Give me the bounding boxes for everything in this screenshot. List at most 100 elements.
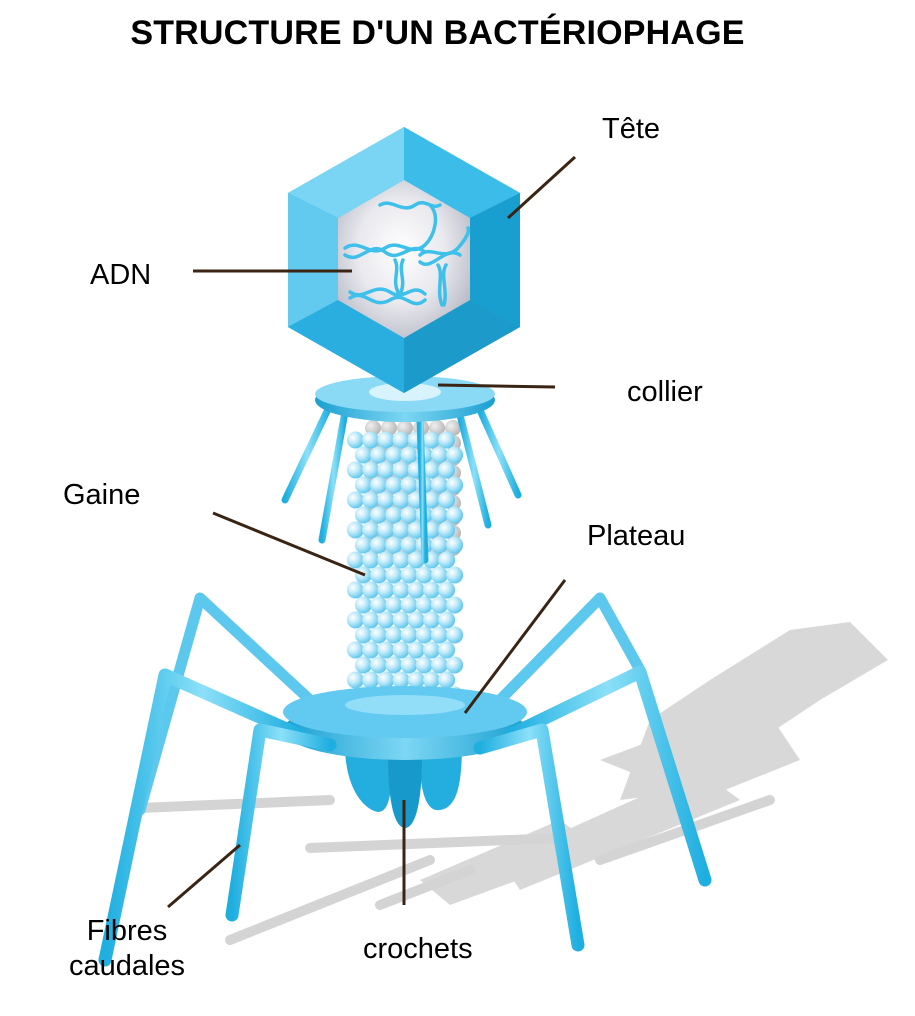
sheath-bead bbox=[377, 462, 394, 479]
sheath-bead bbox=[393, 462, 410, 479]
sheath-bead bbox=[401, 657, 418, 674]
sheath-bead bbox=[393, 492, 410, 509]
sheath-bead bbox=[362, 612, 379, 629]
label-tete: Tête bbox=[602, 112, 660, 147]
sheath-bead bbox=[370, 657, 387, 674]
sheath-bead bbox=[347, 522, 364, 539]
sheath-bead bbox=[347, 642, 364, 659]
sheath-bead bbox=[347, 552, 364, 569]
sheath-bead bbox=[377, 432, 394, 449]
sheath-bead bbox=[347, 432, 364, 449]
sheath-bead bbox=[393, 672, 410, 689]
sheath-bead bbox=[446, 507, 463, 524]
sheath-bead bbox=[423, 582, 440, 599]
sheath-bead bbox=[431, 597, 448, 614]
sheath-bead bbox=[423, 642, 440, 659]
label-crochets: crochets bbox=[363, 932, 473, 967]
sheath-bead bbox=[385, 537, 402, 554]
sheath-bead bbox=[385, 597, 402, 614]
sheath-bead bbox=[416, 627, 433, 644]
sheath-bead bbox=[401, 627, 418, 644]
label-adn: ADN bbox=[90, 258, 151, 293]
sheath-bead bbox=[446, 597, 463, 614]
sheath-bead bbox=[438, 462, 455, 479]
label-gaine: Gaine bbox=[63, 478, 140, 513]
sheath-bead bbox=[347, 582, 364, 599]
sheath-bead bbox=[362, 522, 379, 539]
sheath-bead bbox=[423, 432, 440, 449]
sheath-bead bbox=[423, 612, 440, 629]
sheath-bead bbox=[438, 642, 455, 659]
label-fibres-caudales: Fibres caudales bbox=[52, 914, 202, 984]
sheath-bead bbox=[401, 447, 418, 464]
sheath-bead bbox=[362, 582, 379, 599]
sheath-bead bbox=[347, 492, 364, 509]
sheath-bead bbox=[393, 432, 410, 449]
sheath-bead bbox=[393, 642, 410, 659]
sheath-bead bbox=[438, 522, 455, 539]
sheath-bead bbox=[438, 492, 455, 509]
sheath-bead bbox=[393, 582, 410, 599]
sheath-bead bbox=[431, 477, 448, 494]
label-fibres-line1: Fibres bbox=[52, 914, 202, 949]
sheath-bead bbox=[355, 597, 372, 614]
sheath-bead bbox=[416, 597, 433, 614]
sheath-bead bbox=[446, 477, 463, 494]
sheath-bead bbox=[401, 537, 418, 554]
sheath-bead bbox=[393, 522, 410, 539]
sheath-bead bbox=[370, 627, 387, 644]
sheath-bead bbox=[438, 672, 455, 689]
label-plateau: Plateau bbox=[587, 519, 685, 554]
sheath-bead bbox=[431, 537, 448, 554]
sheath-bead bbox=[446, 657, 463, 674]
sheath-bead bbox=[355, 657, 372, 674]
sheath-bead bbox=[393, 552, 410, 569]
sheath-bead bbox=[355, 627, 372, 644]
sheath-bead bbox=[362, 552, 379, 569]
sheath-bead bbox=[370, 567, 387, 584]
sheath-bead bbox=[362, 672, 379, 689]
sheath-bead bbox=[416, 567, 433, 584]
sheath-bead bbox=[431, 627, 448, 644]
sheath-bead bbox=[377, 552, 394, 569]
sheath-bead bbox=[431, 507, 448, 524]
sheath-bead bbox=[377, 642, 394, 659]
sheath-bead bbox=[438, 432, 455, 449]
sheath-bead bbox=[347, 612, 364, 629]
sheath-bead bbox=[377, 672, 394, 689]
ground-shadow bbox=[420, 622, 888, 905]
sheath-bead bbox=[438, 612, 455, 629]
sheath-bead bbox=[362, 642, 379, 659]
sheath-bead bbox=[431, 567, 448, 584]
sheath-bead bbox=[446, 627, 463, 644]
sheath-bead bbox=[408, 642, 425, 659]
sheath-bead bbox=[377, 522, 394, 539]
sheath-bead bbox=[370, 537, 387, 554]
sheath-bead bbox=[385, 447, 402, 464]
sheath-bead bbox=[423, 672, 440, 689]
sheath-bead bbox=[438, 552, 455, 569]
sheath-bead bbox=[401, 567, 418, 584]
sheath-bead bbox=[446, 447, 463, 464]
sheath-bead bbox=[385, 477, 402, 494]
sheath-bead bbox=[347, 462, 364, 479]
sheath-bead bbox=[355, 537, 372, 554]
sheath-bead bbox=[385, 627, 402, 644]
sheath-bead bbox=[446, 567, 463, 584]
sheath-bead bbox=[377, 582, 394, 599]
sheath-bead bbox=[408, 672, 425, 689]
sheath-bead bbox=[385, 507, 402, 524]
label-collier: collier bbox=[627, 375, 703, 410]
sheath-bead bbox=[401, 597, 418, 614]
sheath-bead bbox=[446, 537, 463, 554]
sheath-bead bbox=[408, 582, 425, 599]
sheath-bead bbox=[377, 492, 394, 509]
sheath-bead bbox=[431, 657, 448, 674]
sheath-bead bbox=[416, 657, 433, 674]
sheath-bead bbox=[401, 507, 418, 524]
sheath-bead bbox=[377, 612, 394, 629]
tail-sheath bbox=[347, 420, 463, 719]
label-fibres-line2: caudales bbox=[52, 949, 202, 984]
sheath-bead bbox=[393, 612, 410, 629]
sheath-bead bbox=[347, 672, 364, 689]
